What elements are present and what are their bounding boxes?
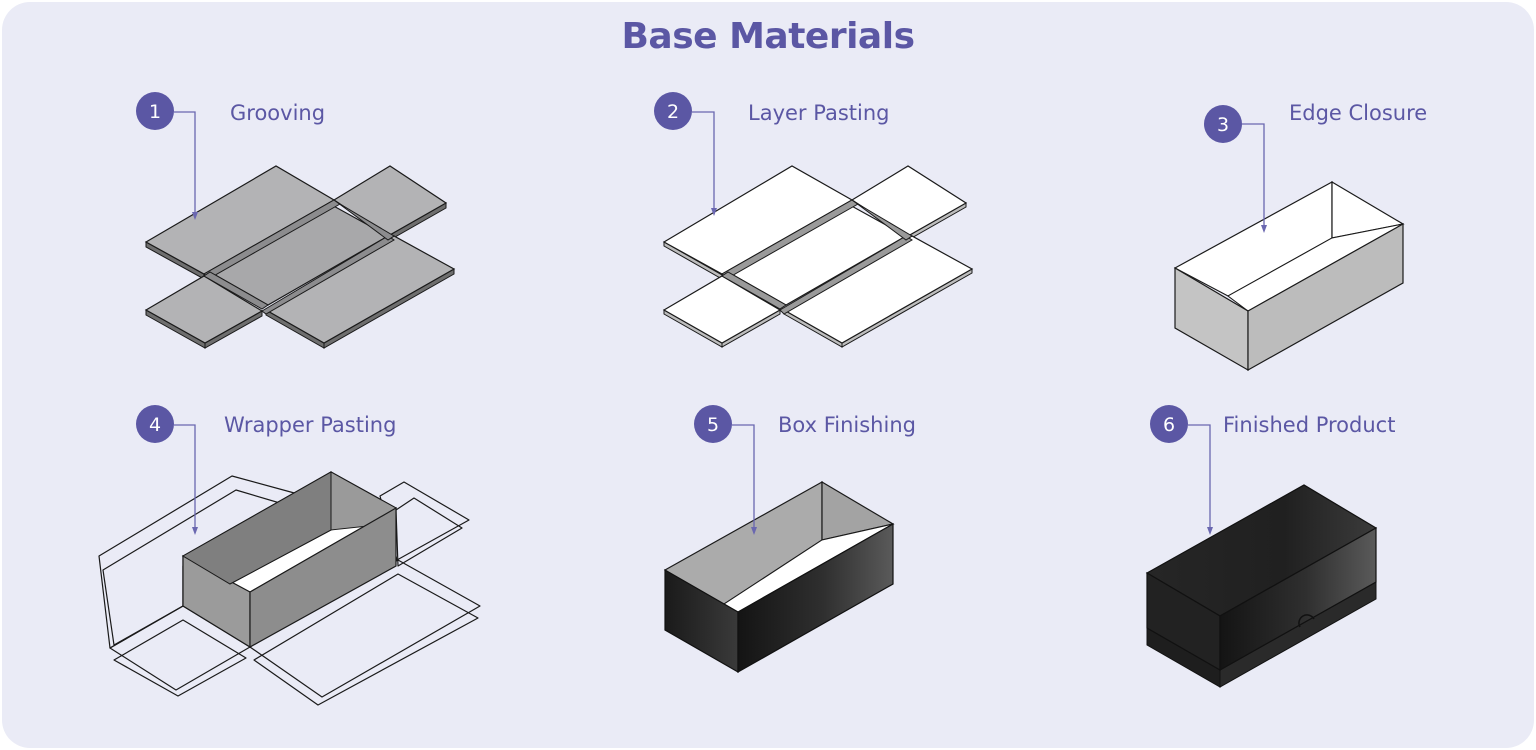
step-6-label: Finished Product <box>1223 413 1395 437</box>
step-4-marker: 4 Wrapper Pasting <box>136 405 396 443</box>
step-6-number: 6 <box>1163 414 1175 436</box>
step-3-number: 3 <box>1217 114 1229 136</box>
diagram-title: Base Materials <box>621 16 915 57</box>
step-5-badge <box>694 405 732 443</box>
leader-arrow-2 <box>711 208 717 216</box>
step-4-number: 4 <box>149 414 161 436</box>
step-1-number: 1 <box>149 101 161 123</box>
step-4-badge <box>136 405 174 443</box>
step-3-marker: 3 Edge Closure <box>1204 101 1427 143</box>
step-5-number: 5 <box>707 414 719 436</box>
step-2-badge <box>654 92 692 130</box>
step-3-illustration <box>1173 180 1405 372</box>
step-2-label: Layer Pasting <box>748 101 889 125</box>
leader-line-5 <box>732 424 755 530</box>
step-4-illustration <box>98 471 481 706</box>
leader-arrow-3 <box>1261 225 1267 233</box>
step-1-label: Grooving <box>230 101 325 125</box>
step-6-illustration <box>1145 484 1378 688</box>
step-2-marker: 2 Layer Pasting <box>654 92 889 130</box>
step-3-label: Edge Closure <box>1289 101 1427 125</box>
leader-line-6 <box>1188 424 1211 530</box>
step-2-illustration <box>662 165 974 348</box>
step-1-marker: 1 Grooving <box>136 92 325 130</box>
step-4-label: Wrapper Pasting <box>224 413 396 437</box>
step-2-number: 2 <box>667 101 679 123</box>
step-3-badge <box>1204 105 1242 143</box>
leader-line-3 <box>1242 123 1265 228</box>
step-5-label: Box Finishing <box>778 413 916 437</box>
step-1-badge <box>136 92 174 130</box>
step-1-illustration <box>144 165 456 349</box>
step-5-illustration <box>663 480 895 674</box>
step-6-marker: 6 Finished Product <box>1150 405 1395 443</box>
leader-line-4 <box>174 424 196 530</box>
step-5-marker: 5 Box Finishing <box>694 405 916 443</box>
leader-arrow-1 <box>192 212 198 220</box>
leader-line-2 <box>692 111 715 211</box>
leader-arrow-4 <box>192 527 198 535</box>
leader-line-1 <box>174 111 196 215</box>
leader-arrow-6 <box>1207 527 1213 535</box>
step-6-badge <box>1150 405 1188 443</box>
leader-arrow-5 <box>751 527 757 535</box>
